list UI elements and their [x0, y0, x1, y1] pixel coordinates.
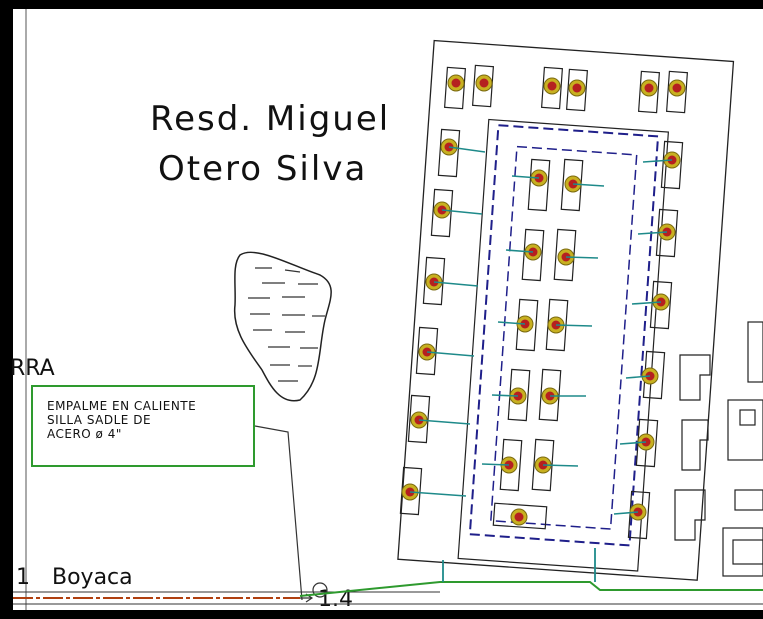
building-footprint	[430, 188, 454, 238]
service-line	[637, 231, 668, 235]
service-connection-core	[644, 83, 654, 93]
service-line	[625, 375, 651, 379]
service-connection-core	[672, 83, 682, 93]
drawing-frame-bottom	[0, 610, 763, 619]
service-line	[542, 464, 579, 467]
service-line	[481, 463, 510, 466]
street-prefix: 1	[16, 565, 30, 590]
residential-complex	[397, 39, 735, 581]
valve-symbol	[312, 582, 328, 598]
note-line-3: ACERO ø 4"	[47, 427, 122, 441]
service-connection-core	[479, 78, 489, 88]
building-footprint	[527, 158, 551, 212]
building-footprint	[649, 280, 673, 330]
building-footprint	[540, 66, 564, 110]
lake-hatch	[248, 267, 325, 382]
building-footprint	[437, 128, 461, 178]
service-line	[433, 281, 479, 287]
building-footprint	[492, 502, 548, 530]
service-connection-core	[572, 83, 582, 93]
service-line	[555, 324, 593, 327]
street-label: Boyaca	[52, 565, 133, 590]
left-fragment-label: RRA	[10, 356, 55, 381]
note-line-2: SILLA SADLE DE	[47, 413, 152, 427]
service-line	[409, 491, 467, 497]
drawing-frame-top	[0, 0, 763, 9]
building-footprint	[471, 64, 495, 108]
service-connection-core	[514, 512, 524, 522]
building-group	[399, 64, 689, 582]
service-line	[497, 321, 526, 325]
annotation-note-box: EMPALME EN CALIENTE SILLA SADLE DE ACERO…	[31, 385, 255, 467]
service-line	[613, 511, 639, 515]
service-line	[505, 249, 534, 253]
building-footprint	[415, 326, 439, 376]
building-footprint	[422, 256, 446, 306]
service-line	[426, 351, 475, 357]
building-footprint	[565, 68, 589, 112]
pipe-loop-outer	[468, 124, 660, 547]
building-footprint	[407, 394, 431, 444]
building-footprint	[660, 140, 684, 190]
service-line	[441, 209, 483, 215]
title-line-2: Otero Silva	[158, 149, 367, 189]
building-footprint	[637, 70, 661, 114]
complex-boundary	[397, 39, 735, 581]
east-buildings	[674, 321, 763, 577]
service-line	[448, 146, 486, 153]
service-line	[642, 159, 673, 163]
building-footprint	[443, 66, 467, 110]
pipe-loop-inner	[490, 145, 638, 530]
service-connection-core	[547, 81, 557, 91]
note-leader-line	[254, 425, 303, 601]
title-line-1: Resd. Miguel	[150, 99, 390, 139]
drawing-frame-left	[0, 0, 13, 619]
service-line	[619, 441, 647, 445]
service-line	[572, 183, 605, 187]
main-water-pipe	[299, 581, 763, 597]
service-line	[418, 419, 471, 425]
lake-outline	[233, 251, 332, 402]
service-line	[511, 175, 540, 179]
service-line	[631, 301, 662, 305]
note-line-1: EMPALME EN CALIENTE	[47, 399, 197, 413]
service-line	[491, 394, 519, 397]
service-line	[565, 256, 599, 259]
building-footprint	[665, 70, 689, 114]
service-connection-core	[451, 78, 461, 88]
building-footprint	[521, 228, 545, 282]
